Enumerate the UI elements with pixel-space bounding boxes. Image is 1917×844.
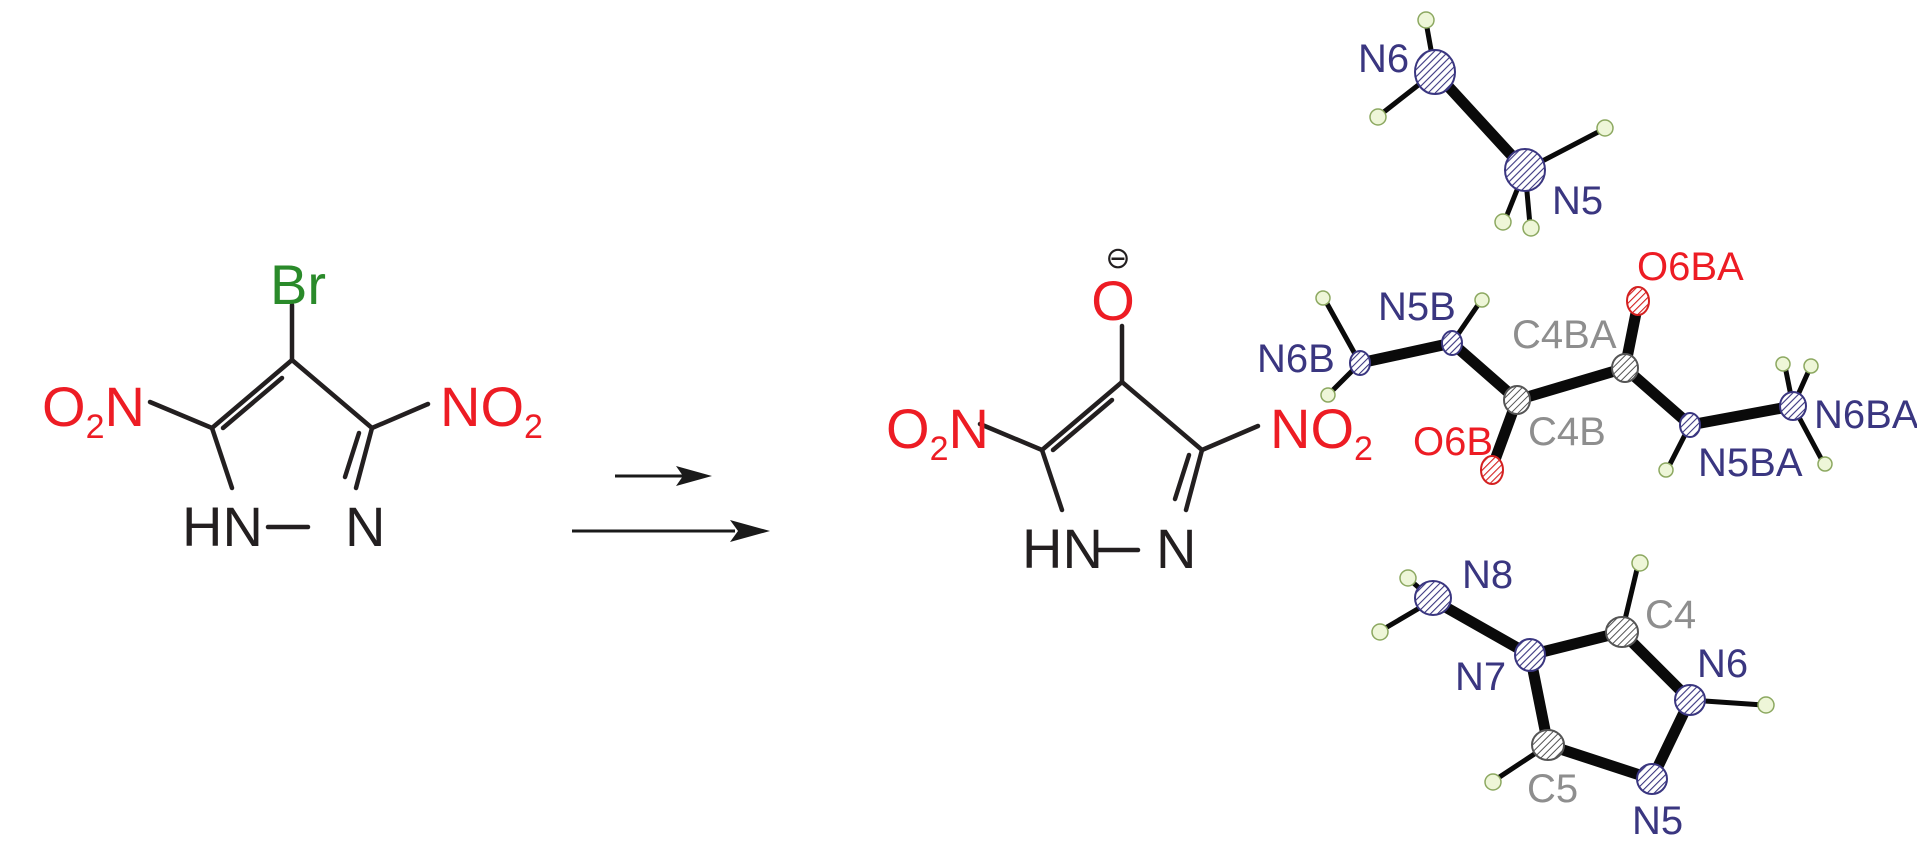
reactant-left-nitro-label: O2N [42,375,145,446]
hydrogen-atom [1775,356,1791,372]
atom-c4ba [1611,353,1639,383]
long-arrow [572,520,770,542]
atom-n6b [1349,350,1371,376]
label-o6b: O6B [1413,420,1493,464]
hydrogen-atom [1631,554,1649,572]
label-o6ba: O6BA [1637,245,1744,289]
atom-c4b [1503,385,1531,415]
atom-o6ba [1626,286,1650,316]
product-n-label: N [1156,517,1196,580]
product-bonds [977,323,1261,553]
hydrogen-atom [1596,119,1614,137]
label-c4: C4 [1645,593,1696,637]
hydrogen-atom [1315,290,1331,306]
reaction-arrows [572,466,770,542]
bromine-label: Br [270,253,326,316]
atom-n6 [1674,684,1706,716]
label-c4ba: C4BA [1512,313,1617,357]
label-n5: N5 [1632,799,1683,843]
atom-n5ba [1679,412,1701,438]
hydrogen-atom [1757,696,1775,714]
atom-n6-top [1414,49,1456,95]
hydrogen-atom [1320,387,1336,403]
label-n6b: N6B [1257,337,1335,381]
label-n7: N7 [1455,655,1506,699]
hydrogen-atom [1803,358,1819,374]
atom-o6b [1480,455,1504,485]
olate-oxygen-label: O [1091,269,1135,332]
hydrogen-atom [1494,213,1512,231]
aminotriazolium-structure: N8 C4 N7 N6 C5 N5 [1371,553,1775,843]
hydrazine-cation-structure: N6 N5 [1358,11,1614,237]
label-c4b: C4B [1528,410,1606,454]
label-n5ba: N5BA [1698,441,1803,485]
atom-c4 [1605,616,1639,648]
reactant-nh-label: HN [182,495,263,558]
product-molecule: ⊖ O O2N NO2 HN N [886,242,1373,580]
hydrogen-atom [1399,569,1417,587]
label-c5: C5 [1527,767,1578,811]
label-n6: N6 [1697,642,1748,686]
hydrogen-atom [1474,292,1490,308]
label-n6-top: N6 [1358,37,1409,81]
label-n5b: N5B [1378,285,1456,329]
atom-n5 [1636,763,1668,795]
reactant-right-nitro-label: NO2 [440,375,543,446]
negative-charge-symbol: ⊖ [1105,242,1130,275]
hydrogen-atom [1371,623,1389,641]
hydrogen-atom [1817,456,1833,472]
atom-n5-top [1504,148,1546,192]
product-left-nitro-label: O2N [886,397,989,468]
product-nh-label: HN [1022,517,1103,580]
label-n6ba: N6BA [1814,393,1917,437]
hydrogen-atom [1658,462,1674,478]
hydrogen-atom [1484,773,1502,791]
atom-n8 [1414,580,1452,616]
label-n8: N8 [1462,553,1513,597]
product-right-nitro-label: NO2 [1270,397,1373,468]
label-n5-top: N5 [1552,179,1603,223]
reactant-molecule: Br O2N NO2 HN N [42,253,543,558]
reactant-n-label: N [345,495,385,558]
atom-n6ba [1779,391,1807,421]
hydrogen-atom [1369,108,1387,126]
atom-c5 [1531,729,1565,761]
reactant-bonds [147,302,431,530]
atom-n7 [1514,638,1546,672]
short-arrow [615,466,712,486]
oxalohydrazide-structure: N6B N5B C4BA O6BA O6B C4B N5BA N6BA [1257,245,1917,485]
atom-n5b [1441,330,1463,356]
hydrogen-atom [1417,11,1435,29]
hydrogen-atom [1522,219,1540,237]
